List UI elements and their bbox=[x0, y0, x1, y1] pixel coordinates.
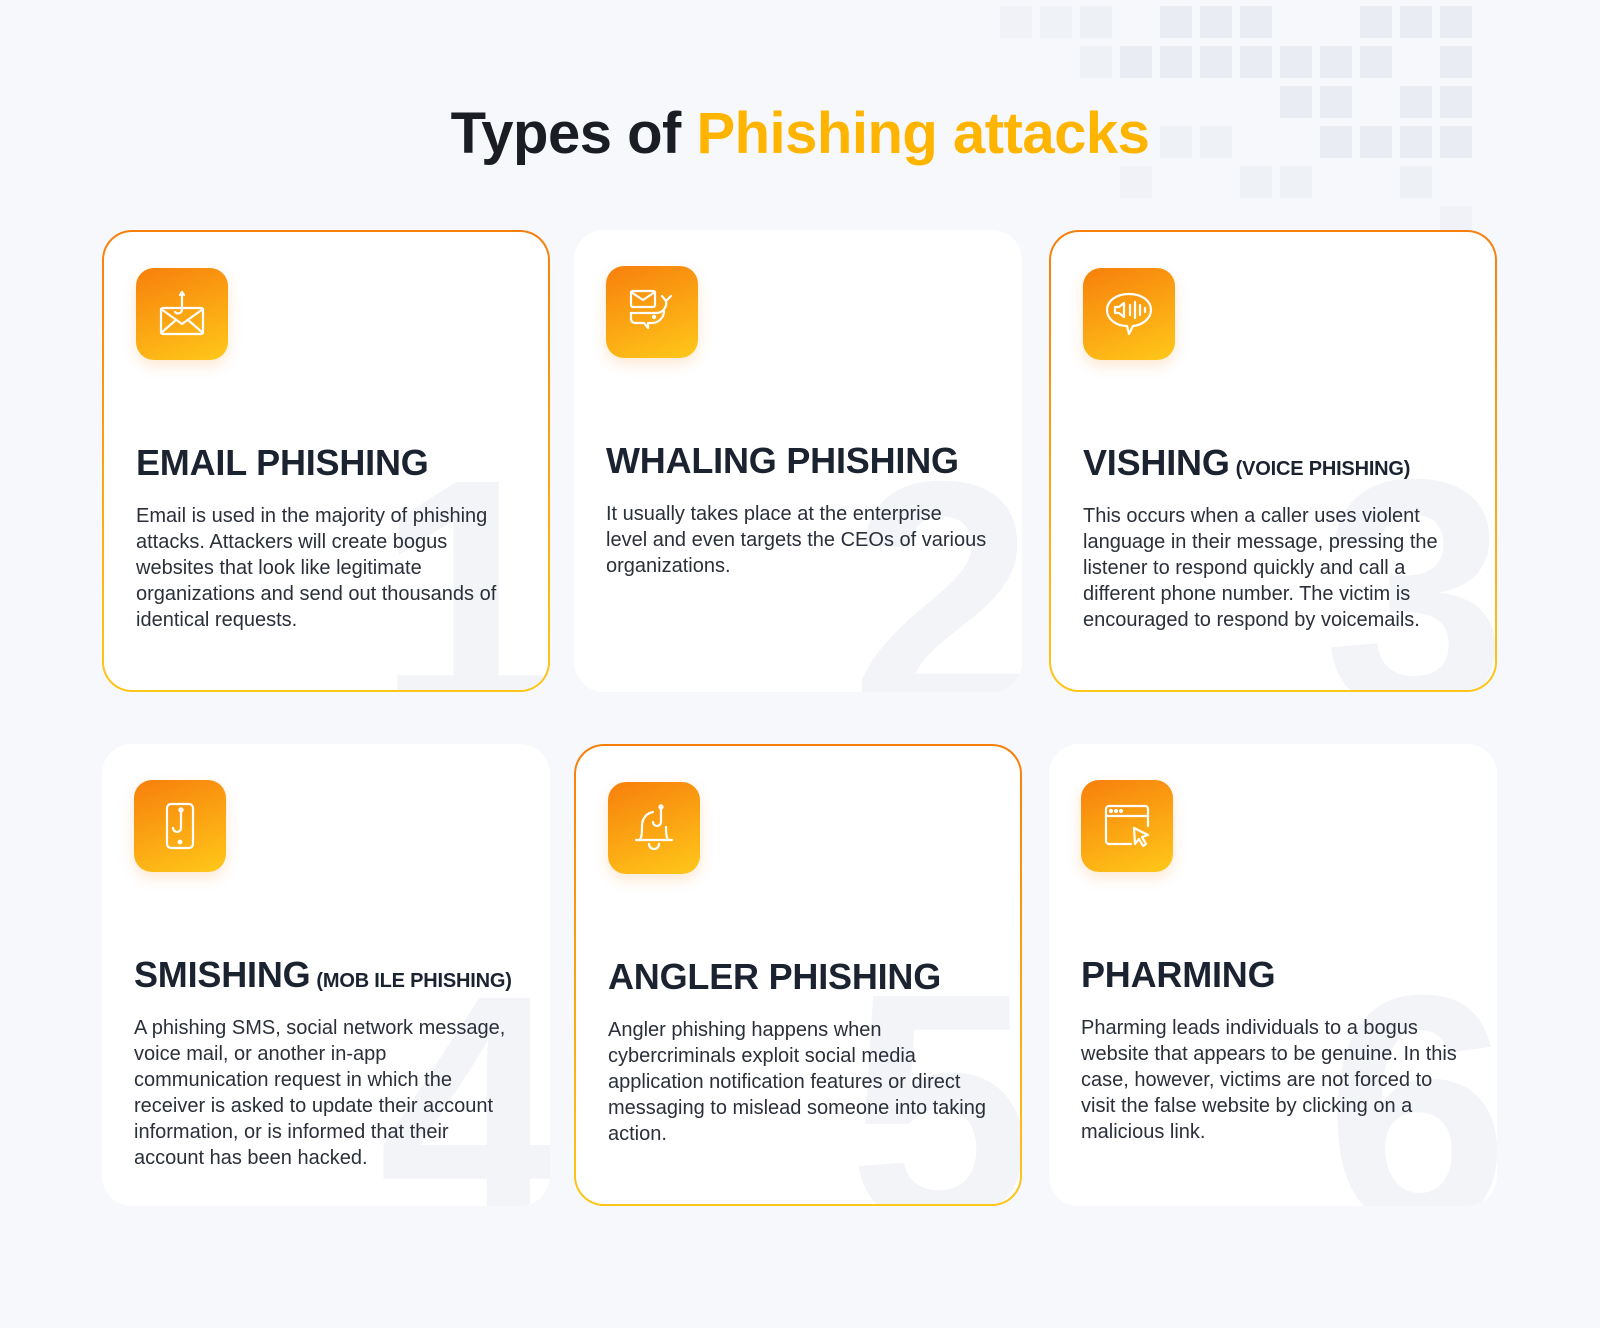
title-prefix: Types of bbox=[450, 101, 697, 166]
card-number: 5 bbox=[848, 924, 1022, 1206]
card-vishing: 3 VISHING(VOICE PHISHING) This occurs wh… bbox=[1049, 230, 1497, 692]
card-subtitle: (MOB ILE PHISHING) bbox=[316, 970, 512, 992]
browser-cursor-icon bbox=[1104, 804, 1150, 848]
card-icon-box bbox=[136, 268, 228, 360]
title-highlight: Phishing attacks bbox=[696, 101, 1150, 166]
card-description: Angler phishing happens when cybercrimin… bbox=[608, 1019, 986, 1145]
card-description: It usually takes place at the enterprise… bbox=[606, 503, 987, 577]
card-title: WHALING PHISHING bbox=[606, 440, 965, 482]
card-number: 2 bbox=[850, 412, 1022, 693]
card-title-text: VISHING bbox=[1083, 442, 1230, 483]
card-title: PHARMING bbox=[1081, 954, 1281, 996]
card-icon-box bbox=[606, 266, 698, 358]
email-hook-icon bbox=[159, 290, 205, 336]
card-title: ANGLER PHISHING bbox=[608, 956, 947, 998]
card-whaling-phishing: 2 WHALING PHISHING It usually takes plac… bbox=[574, 230, 1022, 692]
card-number: 4 bbox=[378, 926, 550, 1207]
phone-hook-icon bbox=[165, 802, 195, 850]
page-title: Types of Phishing attacks bbox=[0, 100, 1600, 167]
card-icon-box bbox=[1081, 780, 1173, 872]
card-title-text: SMISHING bbox=[134, 954, 311, 995]
card-title-text: PHARMING bbox=[1081, 954, 1276, 995]
card-email-phishing: 1 EMAIL PHISHING Email is used in the ma… bbox=[102, 230, 550, 692]
card-description: Pharming leads individuals to a bogus we… bbox=[1081, 1017, 1457, 1143]
card-smishing: 4 SMISHING(MOB ILE PHISHING) A phishing … bbox=[102, 744, 550, 1206]
voice-bubble-icon bbox=[1105, 292, 1153, 336]
pixel-pattern-decoration bbox=[1000, 0, 1600, 260]
card-number: 3 bbox=[1323, 410, 1497, 692]
card-subtitle: (VOICE PHISHING) bbox=[1235, 458, 1411, 480]
card-description: Email is used in the majority of phishin… bbox=[136, 505, 497, 631]
card-angler-phishing: 5 ANGLER PHISHING Angler phishing happen… bbox=[574, 744, 1022, 1206]
card-title-text: EMAIL PHISHING bbox=[136, 442, 429, 483]
card-title-text: WHALING PHISHING bbox=[606, 440, 959, 481]
card-title: VISHING(VOICE PHISHING) bbox=[1083, 442, 1410, 484]
card-title-text: ANGLER PHISHING bbox=[608, 956, 942, 997]
card-title: SMISHING(MOB ILE PHISHING) bbox=[134, 954, 512, 996]
card-number: 6 bbox=[1325, 926, 1497, 1207]
card-number: 1 bbox=[376, 410, 550, 692]
whale-email-icon bbox=[629, 289, 673, 330]
card-description: This occurs when a caller uses violent l… bbox=[1083, 505, 1438, 631]
card-icon-box bbox=[134, 780, 226, 872]
card-title: EMAIL PHISHING bbox=[136, 442, 435, 484]
card-pharming: 6 PHARMING Pharming leads individuals to… bbox=[1049, 744, 1497, 1206]
card-icon-box bbox=[1083, 268, 1175, 360]
bell-hook-icon bbox=[634, 804, 674, 851]
card-icon-box bbox=[608, 782, 700, 874]
card-description: A phishing SMS, social network message, … bbox=[134, 1017, 506, 1169]
